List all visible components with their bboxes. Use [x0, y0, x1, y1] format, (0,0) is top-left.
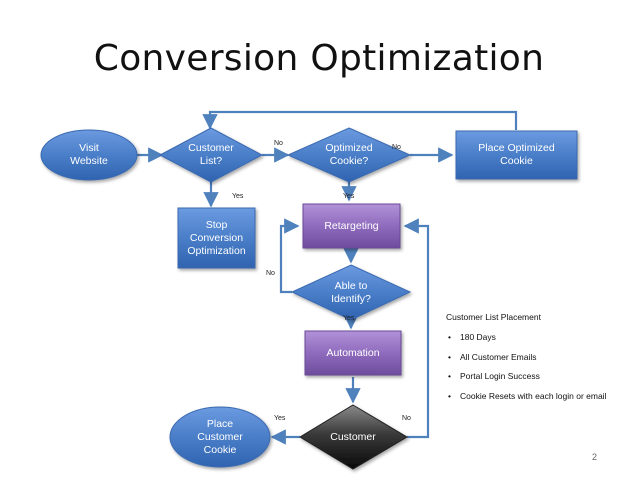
place-optimized-cookie-node	[455, 130, 578, 180]
edge-place-optimized-loop	[202, 110, 518, 130]
place-customer-cookie-node	[169, 406, 271, 468]
edge-label-customer-yes: Yes	[274, 415, 286, 422]
edge-label-optimized-yes: Yes	[343, 193, 355, 200]
notes-item: Cookie Resets with each login or email	[446, 391, 606, 411]
optimized-cookie-label: Optimized Cookie?	[325, 142, 373, 167]
customer-label: Customer	[330, 430, 376, 443]
notes-item: 180 Days	[446, 332, 606, 352]
visit-website-label: Visit Website	[70, 142, 108, 167]
visit-website-node	[40, 129, 138, 181]
page-number: 2	[592, 452, 598, 462]
retargeting-label: Retargeting	[324, 219, 379, 232]
edge-label-customerlist-yes: Yes	[232, 193, 244, 200]
notes-item: All Customer Emails	[446, 352, 606, 372]
notes-item: Portal Login Success	[446, 371, 606, 391]
notes-heading: Customer List Placement	[446, 312, 541, 322]
stop-conversion-node	[177, 207, 256, 269]
edge-identify-no	[279, 218, 300, 294]
notes-list: 180 Days All Customer Emails Portal Logi…	[446, 332, 606, 410]
customer-list-placement-notes: Customer List Placement 180 Days All Cus…	[446, 312, 606, 410]
edge-label-optimized-no: No	[392, 144, 401, 151]
optimized-cookie-node	[286, 127, 412, 183]
automation-label: Automation	[326, 346, 380, 359]
edge-label-customer-no: No	[402, 415, 411, 422]
able-to-identify-label: Able to Identify?	[331, 280, 371, 305]
slide-title: Conversion Optimization	[93, 38, 545, 79]
edge-label-customerlist-no: No	[274, 140, 283, 147]
able-to-identify-node	[290, 264, 412, 321]
retargeting-node	[302, 203, 401, 249]
customer-node	[299, 404, 408, 470]
place-customer-cookie-label: Place Customer Cookie	[197, 417, 243, 456]
place-optimized-cookie-label: Place Optimized Cookie	[478, 142, 555, 167]
edge-customer-no	[403, 218, 430, 439]
stop-conversion-label: Stop Conversion Optimization	[187, 218, 246, 257]
customer-list-label: Customer List?	[188, 142, 234, 167]
edge-label-identify-no: No	[266, 270, 275, 277]
edge-label-identify-yes: Yes	[343, 315, 355, 322]
automation-node	[304, 330, 402, 376]
customer-list-node	[158, 127, 264, 183]
